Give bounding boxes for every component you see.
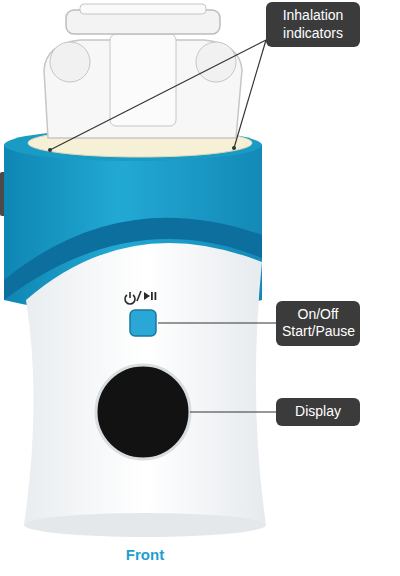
figure-caption: Front xyxy=(0,546,290,563)
pause-symbol xyxy=(155,292,157,300)
callout-label: Display xyxy=(276,398,360,426)
base xyxy=(24,513,266,537)
leader-dot xyxy=(48,148,52,152)
power-play-symbol xyxy=(125,291,141,304)
callout-text: On/Off Start/Pause xyxy=(282,306,354,341)
callout-label: On/Off Start/Pause xyxy=(276,301,360,346)
power-button xyxy=(130,310,156,336)
play-symbol xyxy=(144,292,150,300)
display-window xyxy=(96,365,190,459)
cup-neck xyxy=(110,34,176,126)
callout-text: Display xyxy=(282,403,354,421)
leader-line xyxy=(50,40,276,412)
leader-dot xyxy=(232,146,236,150)
cup-bulb xyxy=(196,42,236,82)
white-body xyxy=(24,243,266,525)
cup-bulb xyxy=(50,42,90,82)
pause-symbol xyxy=(151,292,153,300)
callout-label: Inhalation indicators xyxy=(266,2,360,47)
lid-top xyxy=(80,4,206,14)
callout-text: Inhalation indicators xyxy=(272,7,354,42)
